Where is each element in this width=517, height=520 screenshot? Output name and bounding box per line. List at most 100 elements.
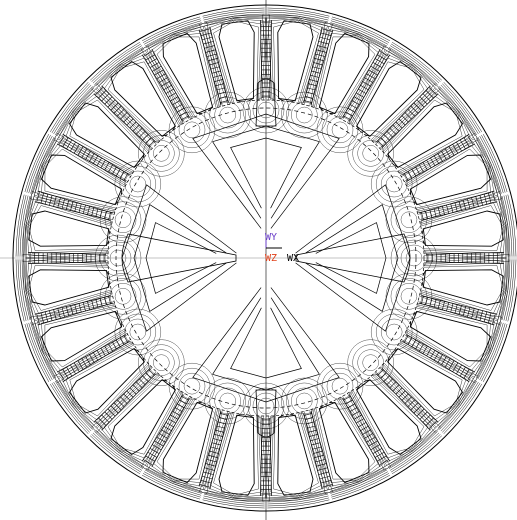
tooth-flux-line [379,459,389,466]
tooth-flux-line [430,350,436,359]
tooth-flux-line [426,348,432,357]
tooth-flux-line [108,343,114,352]
tooth-flux-line [167,418,176,424]
tooth-flux-line [467,135,474,145]
back-iron-flux-arc [267,491,328,501]
triad-x-label: WX [287,253,299,264]
tooth-flux-line [389,381,397,389]
tooth-flux-line [129,387,137,395]
tooth-flux-line [161,429,170,435]
tooth-flux-line [376,455,387,462]
back-iron-flux-arc [56,379,95,429]
rotor-pole-contour [230,307,302,379]
back-iron-flux-arc [204,15,265,25]
airgap-fringe-loop [400,244,428,272]
tooth-flux-line [112,341,117,350]
slot-leakage-contour [309,22,392,120]
tooth-flux-line [446,204,450,214]
tooth-flux-line [104,411,113,420]
tooth-flux-line [139,131,146,138]
airgap-fringe-loop [316,362,364,410]
tooth-flux-line [492,313,496,325]
tooth-edge [141,54,184,122]
slot-leakage-contour [351,57,429,142]
tooth-edge [402,340,470,383]
slot-opening-edge [421,228,424,235]
slot-leakage-contour [44,307,125,368]
slot-leakage-contour [420,262,505,315]
stator-outer-edge [12,4,517,512]
tooth-flux-line [199,484,211,488]
slot-leakage-contour [103,374,181,459]
tooth-flux-line [217,421,226,425]
slot-leakage-contour [382,343,467,421]
slot-leakage-contour [352,375,425,455]
slot-leakage-contour [28,265,112,311]
tooth-flux-line [165,88,174,94]
back-iron-flux-arc [24,323,49,383]
tooth-flux-line [433,299,437,308]
slot-leakage-contour [26,259,112,318]
slot-leakage-contour [107,375,180,455]
tooth-flux-line [216,87,225,91]
slot-opening-edge [236,413,243,416]
tooth-flux-line [142,375,149,382]
airgap-fringe-loop [209,96,246,134]
tooth-flux-line [70,141,76,152]
airgap-fringe-loop [362,354,379,371]
slot-leakage-contour [107,61,180,141]
tooth-flux-line [317,467,328,471]
tooth-edge [402,133,470,176]
tooth-flux-line [209,450,219,454]
slot-leakage-contour [381,342,471,425]
tooth-flux-line [73,144,80,154]
slot-leakage-contour [22,191,113,263]
back-iron-flux-arc [440,84,479,135]
slot-opening-edge [393,164,399,168]
slot-leakage-contour [348,372,437,467]
tooth-flux-line [446,302,450,312]
slot-opening-edge [161,134,168,137]
tooth-flux-line [462,306,467,316]
tooth-flux-line [349,407,358,412]
back-iron-flux-arc [481,134,506,193]
tooth-flux-line [362,81,371,87]
rotor-flux-barrier [295,233,411,283]
back-iron-flux-arc [142,18,201,43]
slot-leakage-contour [264,411,330,499]
tooth-flux-line [216,425,225,429]
airgap-fringe-loop [138,130,185,177]
tooth-flux-line [110,405,119,414]
slot-leakage-contour [404,301,502,384]
tooth-flux-line [351,100,360,106]
tooth-edge [93,93,151,148]
airgap-fringe-loop [168,106,216,154]
back-iron-flux-arc [203,497,265,507]
slot-leakage-contour [57,340,152,429]
slot-leakage-contour [44,148,125,209]
slot-opening-edge [364,379,371,382]
stator-slot [409,310,492,362]
slot-leakage-contour [95,372,184,467]
slot-leakage-contour [53,339,153,433]
slot-leakage-contour [267,18,326,104]
tooth-flux-line [172,100,181,106]
rotor-pole-contour [305,204,399,312]
back-iron-flux-arc [503,195,513,257]
back-iron-flux-arc [25,259,35,319]
tooth-flux-line [364,433,374,439]
airgap-fringe-loop [242,86,290,134]
tooth-flux-line [49,310,53,321]
slot-leakage-contour [347,45,441,145]
back-iron-flux-arc [58,89,96,138]
back-iron-flux-arc [53,84,92,135]
airgap-fringe-loop [357,349,384,376]
tooth-flux-line [96,350,102,359]
airgap-fringe-loop [385,273,433,320]
tooth-flux-line [383,134,390,141]
back-iron-flux-arc [331,473,390,498]
airgap-fringe-loop [129,175,147,193]
slot-leakage-contour [28,205,112,251]
airgap-fringe-loop [119,165,157,203]
